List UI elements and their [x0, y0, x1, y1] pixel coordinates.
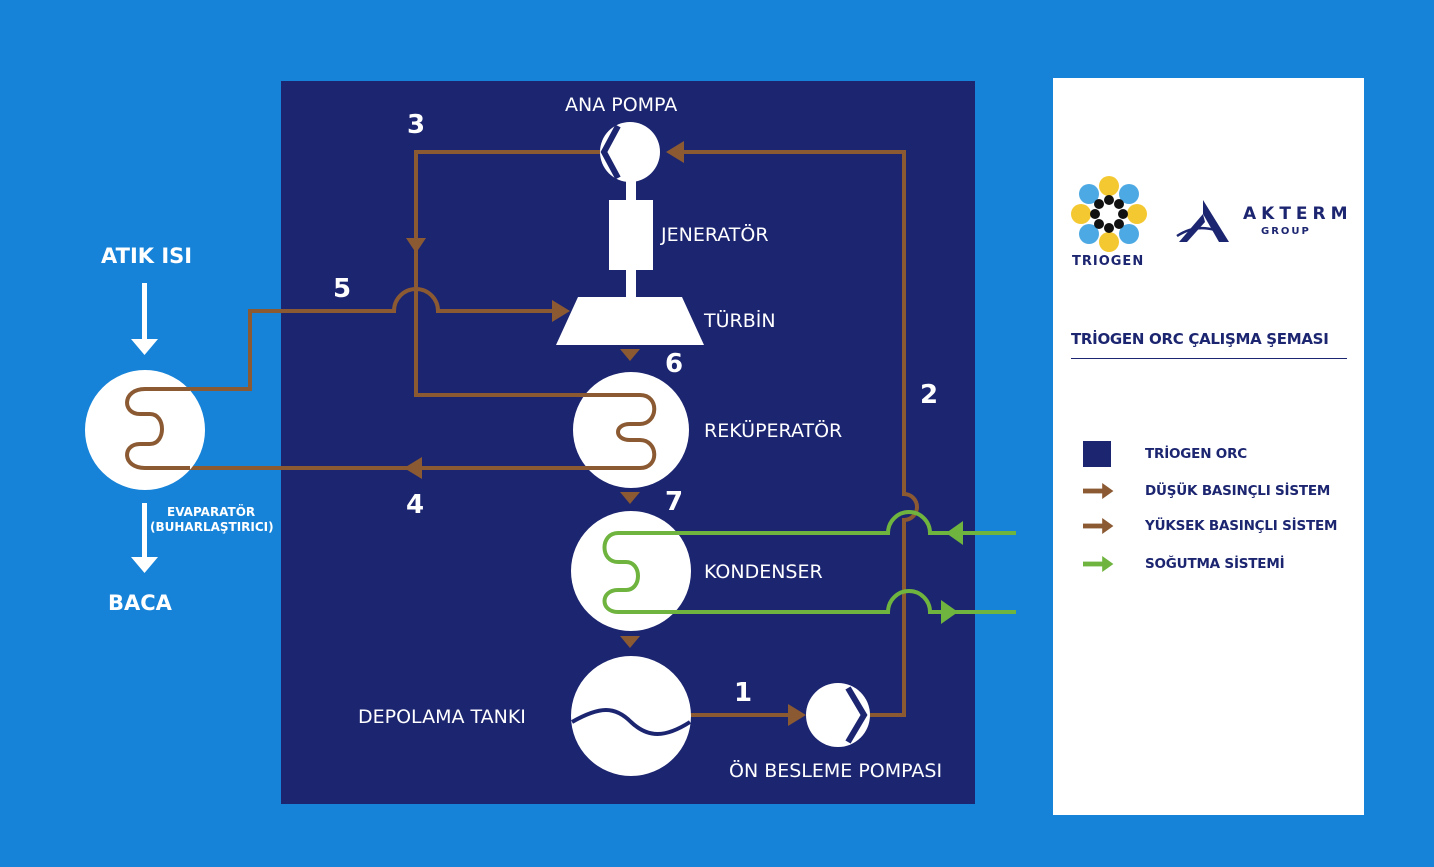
- waste-heat-arrows: [131, 283, 158, 573]
- label-kondenser: KONDENSER: [704, 561, 823, 583]
- evaporator: [85, 370, 205, 490]
- point-3: 3: [407, 110, 425, 140]
- square-icon: [1083, 441, 1111, 467]
- arrow-right-icon: [1083, 483, 1114, 499]
- legend-item-orc: TRİOGEN ORC: [1083, 440, 1247, 468]
- arrowhead-prefeed: [788, 704, 806, 726]
- point-2: 2: [920, 380, 938, 410]
- main-pump: [600, 122, 660, 202]
- recuperator: [573, 372, 689, 488]
- storage-tank-liquid-level: [571, 708, 692, 736]
- label-depolama-tanki: DEPOLAMA TANKI: [358, 706, 526, 728]
- legend-item-low-pressure: DÜŞÜK BASINÇLI SİSTEM: [1083, 477, 1330, 505]
- arrowhead-cooling-out: [941, 600, 958, 624]
- evaporator-coil-visible: [125, 387, 190, 470]
- turbine: [556, 297, 704, 345]
- label-buharlastirici: (BUHARLAŞTIRICI): [150, 520, 274, 534]
- info-panel: TRIOGEN AKTERM GROUP TRİOGEN ORC ÇALIŞMA…: [1053, 78, 1364, 815]
- arrowhead-cond-to-tank: [620, 636, 640, 648]
- main-pump-chevron: [600, 124, 621, 180]
- label-jenerator: JENERATÖR: [660, 223, 769, 246]
- triogen-logo-petals: [1071, 176, 1147, 252]
- label-on-besleme-pompasi: ÖN BESLEME POMPASI: [729, 759, 942, 782]
- cooling-arrowheads: [941, 521, 963, 624]
- legend-item-cooling: SOĞUTMA SİSTEMİ: [1083, 550, 1285, 578]
- baca-arrow-head: [131, 557, 158, 573]
- atik-isi-arrow-shaft: [142, 283, 147, 341]
- akterm-group-wordmark: GROUP: [1261, 226, 1311, 237]
- arrowhead-recup-to-cond: [620, 492, 640, 504]
- pipe-main-pump-to-recuperator: [414, 150, 600, 397]
- recuperator-coil-visible: [576, 393, 657, 470]
- baca-arrow-shaft: [142, 503, 147, 559]
- akterm-wordmark: AKTERM: [1243, 204, 1353, 224]
- legend-item-high-pressure: YÜKSEK BASINÇLI SİSTEM: [1083, 512, 1337, 540]
- legend-swatch-cooling: [1083, 550, 1115, 578]
- generator: [609, 200, 653, 270]
- panel-title: TRİOGEN ORC ÇALIŞMA ŞEMASI: [1071, 330, 1329, 348]
- legend-swatch-high-pressure: [1083, 512, 1115, 540]
- label-ana-pompa: ANA POMPA: [565, 94, 677, 116]
- arrowhead-point3-down: [406, 238, 426, 253]
- condenser: [571, 511, 691, 631]
- pump-shaft: [626, 180, 636, 202]
- prefeed-pump-body: [806, 683, 870, 747]
- arrowhead-turbine-in: [552, 300, 570, 322]
- label-turbin: TÜRBİN: [703, 309, 776, 332]
- pipe-evaporator-to-turbine: [190, 287, 552, 391]
- arrow-right-icon: [1083, 518, 1114, 534]
- panel-title-underline: [1071, 358, 1347, 359]
- legend-label-low-pressure: DÜŞÜK BASINÇLI SİSTEM: [1145, 483, 1331, 499]
- legend-label-high-pressure: YÜKSEK BASINÇLI SİSTEM: [1145, 518, 1338, 534]
- triogen-logo: [1071, 176, 1147, 252]
- storage-tank: [571, 656, 691, 776]
- working-fluid-arrowheads: [404, 141, 806, 726]
- triogen-wordmark: TRIOGEN: [1072, 254, 1145, 269]
- arrowhead-point4-left: [404, 457, 422, 479]
- point-7: 7: [665, 487, 683, 517]
- point-5: 5: [333, 274, 351, 304]
- legend-label-cooling: SOĞUTMA SİSTEMİ: [1145, 556, 1285, 572]
- point-1: 1: [734, 678, 752, 708]
- main-pump-body: [600, 122, 660, 182]
- label-evaparator: EVAPARATÖR: [167, 504, 255, 519]
- prefeed-pump-chevron: [845, 686, 868, 744]
- atik-isi-arrow-head: [131, 339, 158, 355]
- label-atik-isi: ATIK ISI: [101, 244, 192, 268]
- arrow-right-icon: [1083, 556, 1114, 572]
- triogen-logo-core: [1090, 195, 1128, 233]
- condenser-coil-visible: [602, 531, 690, 614]
- label-baca: BACA: [108, 591, 173, 615]
- pipe-prefeed-to-main-pump: [684, 150, 919, 717]
- arrowhead-main-pump-in: [666, 141, 684, 163]
- arrowhead-turbine-to-recup: [620, 349, 640, 361]
- akterm-logo-icon: [1176, 200, 1229, 242]
- legend-swatch-low-pressure: [1083, 477, 1115, 505]
- point-4: 4: [406, 490, 424, 520]
- generator-shaft: [626, 270, 636, 298]
- arrowhead-cooling-in: [946, 521, 963, 545]
- legend-label-orc: TRİOGEN ORC: [1145, 446, 1247, 462]
- point-6: 6: [665, 349, 683, 379]
- prefeed-pump: [806, 683, 870, 747]
- legend-swatch-orc: [1083, 440, 1115, 468]
- label-rekuperator: REKÜPERATÖR: [704, 419, 842, 442]
